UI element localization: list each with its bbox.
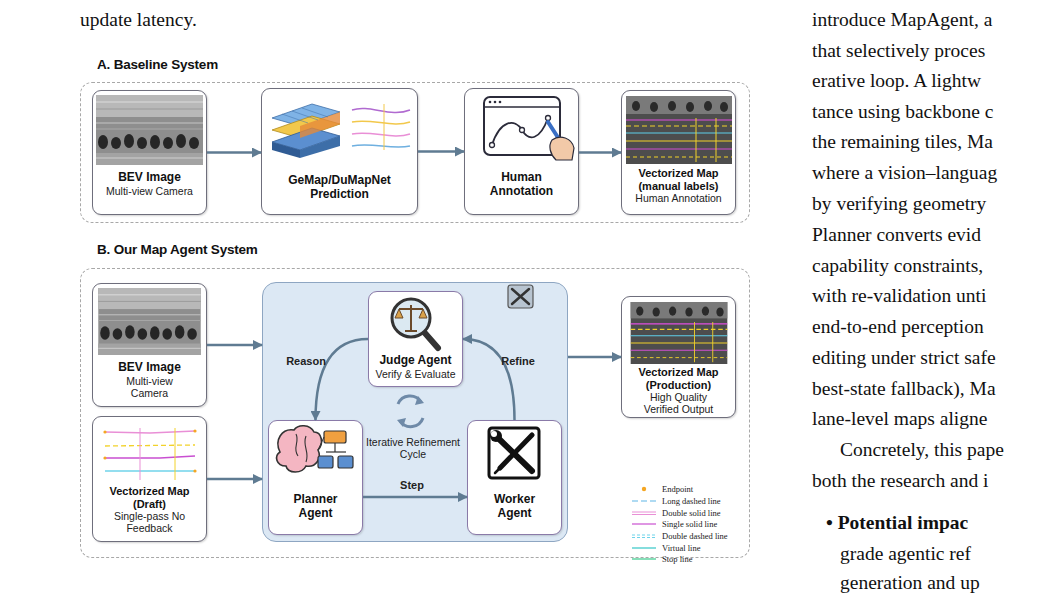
text-group: Judge AgentVerify & Evaluate [368,354,463,380]
body-text: by verifying geometry [812,193,986,215]
node-title: Iterative Refinement Cycle [358,436,468,460]
node-title: GeMap/DuMapNet Prediction [280,174,400,202]
body-text: capability constraints, [812,255,983,277]
node-title: BEV Image [95,171,205,185]
body-text: lane-level maps aligne [812,408,987,430]
legend-samples [632,514,656,515]
legend-samples [632,558,656,559]
legend-text: Single solid line [662,519,717,529]
text-group: BEV ImageMulti-view Camera [100,361,200,399]
text-group: Vectorized Map (Production)High Quality … [629,366,729,415]
body-text: introduce MapAgent, a [812,9,992,31]
process-box: GeMap/DuMapNet Prediction [261,88,418,215]
legend-samples [632,500,656,501]
text-group: Iterative Refinement Cycle [358,436,468,460]
node-title: BEV Image [100,361,200,375]
agent-box: Judge AgentVerify & Evaluate [368,291,463,387]
body-text: tance using backbone c [812,101,993,123]
connector-arrow [207,151,261,154]
legend-text: Long dashed line [662,496,721,506]
text-group: Vectorized Map (Draft)Single-pass No Fee… [100,485,200,534]
edge-label: Reason [286,355,326,367]
text-group: GeMap/DuMapNet Prediction [280,174,400,202]
section-frame: B. Our Map Agent SystemBEV ImageMulti-vi… [80,268,750,558]
body-text: both the research and i [812,470,989,492]
connector-arrow [418,150,464,153]
node-subtitle: Single-pass No Feedback [114,510,186,534]
node-subtitle: Human Annotation [626,192,731,204]
output-box: Vectorized Map (manual labels)Human Anno… [621,90,736,215]
body-text: Concretely, this pape [840,439,1004,461]
node-title: A. Baseline System [97,57,218,73]
connector-arrow [207,344,262,347]
node-subtitle: Multi-view Camera [114,375,186,399]
body-text: generation and up [840,572,980,594]
connector-arrow [568,356,621,359]
input-box: BEV ImageMulti-view Camera [92,90,207,215]
legend-samples [632,537,656,538]
node-title: Judge Agent [368,354,463,368]
node-subtitle: Multi-view Camera [95,185,205,197]
legend-samples [632,547,656,548]
body-text: that selectively proces [812,40,985,62]
legend-samples [642,487,646,491]
body-text: Planner converts evid [812,224,981,246]
body-text: update latency. [80,9,197,31]
legend-text: Double solid line [662,508,721,518]
section-frame: A. Baseline SystemBEV ImageMulti-view Ca… [80,82,750,223]
legend-text: Double dashed line [662,531,728,541]
body-text: best-state fallback), Ma [812,378,996,400]
agent-box: Worker Agent [467,420,562,535]
connector-arrow [207,478,262,481]
node-title: Worker Agent [480,493,550,521]
body-text: with re-validation unti [812,285,986,307]
text-group: B. Our Map Agent System [97,242,258,258]
text-group: Worker Agent [480,493,550,521]
body-text: erative loop. A lightw [812,70,981,92]
agent-box: Planner Agent [268,420,363,535]
connector-arrow [579,151,621,154]
body-text: editing under strict safe [812,347,996,369]
legend-text: Virtual line [662,543,700,553]
input-box: BEV ImageMulti-view Camera [92,283,207,407]
node-title: Planner Agent [281,493,351,521]
edge-label: Refine [501,355,535,367]
node-title: Vectorized Map (Production) [629,366,729,391]
input-box: Vectorized Map (Draft)Single-pass No Fee… [92,416,207,542]
node-title: Vectorized Map (Draft) [100,485,200,510]
process-box: Human Annotation [464,88,579,215]
bullet-text: • Potential impac [826,512,968,534]
text-group: BEV ImageMulti-view Camera [95,171,205,197]
node-title: Human Annotation [477,171,567,199]
body-text: end-to-end perception [812,316,984,338]
legend-samples [632,523,656,524]
body-text: grade agentic ref [840,543,971,565]
legend-samples [632,512,656,513]
text-group: A. Baseline System [97,57,218,73]
node-title: Vectorized Map (manual labels) [626,167,731,192]
legend-text: Endpoint [662,484,693,494]
node-subtitle: Verify & Evaluate [368,368,463,380]
legend-samples [632,535,656,536]
body-text: the remaining tiles, Ma [812,131,993,153]
legend-samples [632,487,656,559]
node-title: B. Our Map Agent System [97,242,258,258]
text-group: Vectorized Map (manual labels)Human Anno… [626,167,731,204]
node-subtitle: High Quality Verified Output [638,391,720,415]
output-box: Vectorized Map (Production)High Quality … [621,296,736,418]
legend-text: Stop line [662,554,692,564]
text-group: Human Annotation [477,171,567,199]
body-text: where a vision–languag [812,162,997,184]
edge-label: Step [400,479,424,491]
text-group: Planner Agent [281,493,351,521]
agent-loop-panel: Iterative Refinement Cycle Judge AgentVer… [262,282,568,542]
